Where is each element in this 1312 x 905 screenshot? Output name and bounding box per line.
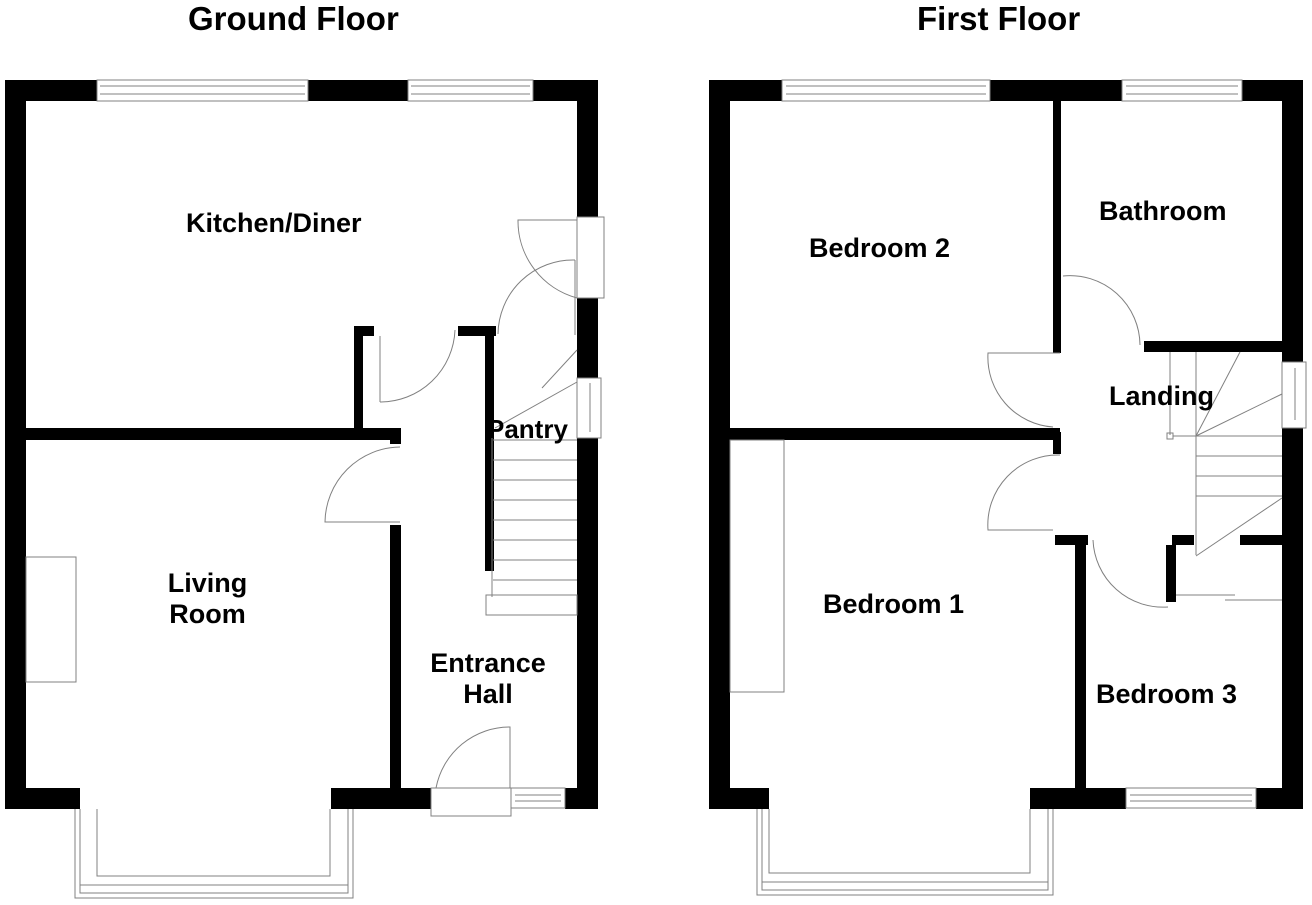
entrance-hall-line1: Entrance	[430, 648, 546, 678]
room-label-bedroom-1: Bedroom 1	[823, 589, 965, 619]
ground-floor-fixtures	[25, 79, 605, 899]
entrance-hall-line2: Hall	[463, 679, 513, 709]
ground-floor-title: Ground Floor	[188, 0, 399, 37]
room-label-kitchen-diner: Kitchen/Diner	[186, 208, 362, 238]
first-floor-fixtures	[729, 79, 1307, 896]
room-label-entrance-hall: Entrance Hall	[418, 648, 558, 710]
living-room-line2: Room	[169, 599, 246, 629]
room-label-pantry: Pantry	[487, 414, 568, 444]
room-label-bedroom-2: Bedroom 2	[809, 233, 951, 263]
first-floor-walls	[709, 80, 1303, 809]
room-label-living-room: Living Room	[150, 568, 265, 630]
room-label-bedroom-3: Bedroom 3	[1096, 679, 1238, 709]
room-label-landing: Landing	[1109, 381, 1214, 411]
ground-floor-walls	[5, 80, 598, 809]
room-label-bathroom: Bathroom	[1099, 196, 1227, 226]
living-room-line1: Living	[167, 568, 248, 598]
first-floor-title: First Floor	[917, 0, 1081, 37]
